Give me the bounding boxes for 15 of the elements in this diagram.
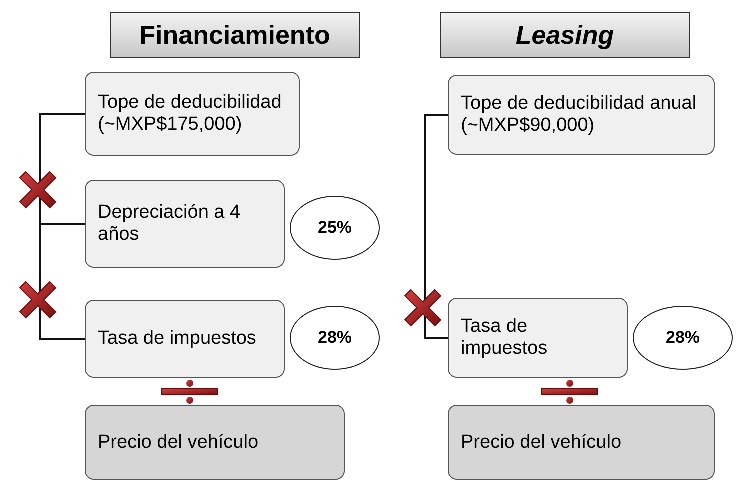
connector-line [424,114,448,339]
header-box: Leasing [440,12,690,58]
connector-line [39,113,85,225]
header-box: Financiamiento [110,12,360,58]
value-ellipse: 28% [290,306,380,370]
process-box: Tope de deducibilidad anual (~MXP$90,000) [448,75,715,155]
value-ellipse: 25% [290,196,380,260]
process-box: Tope de deducibilidad (~MXP$175,000) [85,72,300,156]
process-box: Depreciación a 4 años [85,180,285,268]
process-box: Tasa de impuestos [448,298,628,378]
process-box: Precio del vehículo [448,405,715,480]
process-box: Tasa de impuestos [85,300,285,378]
connector-line [39,223,85,340]
process-box: Precio del vehículo [85,405,345,480]
value-ellipse: 28% [633,306,733,370]
